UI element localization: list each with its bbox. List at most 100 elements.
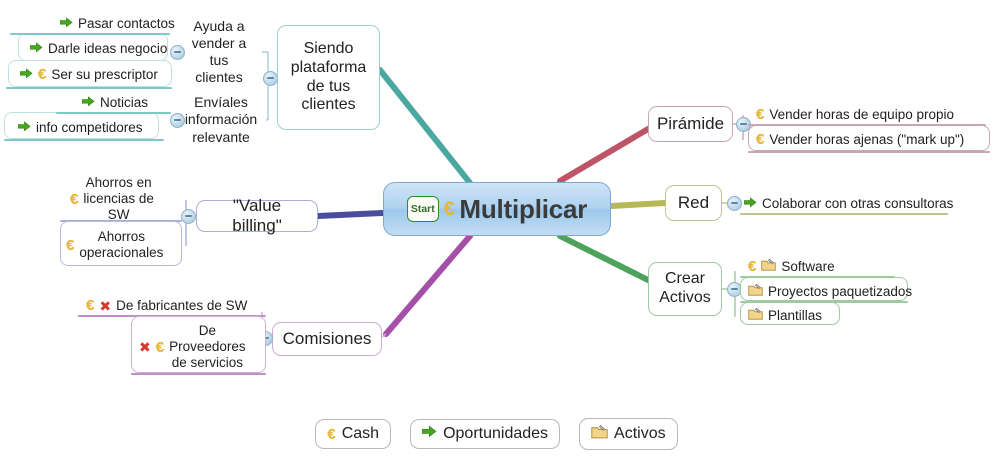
euro-icon: € — [443, 198, 455, 220]
leaf-label: operacionales — [79, 245, 164, 261]
leaf-colaborar-consultoras[interactable]: Colaborar con otras consultoras — [740, 195, 957, 213]
leaf-pasar-contactos[interactable]: Pasar contactos — [56, 15, 179, 33]
euro-icon: € — [756, 131, 765, 148]
leaf-software[interactable]: € Software — [744, 257, 839, 276]
arrow-icon — [17, 120, 31, 135]
leaf-underline-pasar-contactos — [10, 33, 170, 35]
leaf-underline-software — [740, 276, 895, 278]
leaf-vender-horas-propio[interactable]: € Vender horas de equipo propio — [752, 106, 958, 124]
node-line: relevante — [192, 128, 250, 145]
leaf-label: Vender horas ajenas ("mark up") — [769, 132, 965, 147]
leaf-ahorros-operacionales[interactable]: € Ahorros operacionales — [62, 228, 167, 263]
collapse-toggle-plataforma[interactable] — [263, 71, 278, 86]
leaf-label: Vender horas de equipo propio — [769, 107, 954, 122]
collapse-toggle-value-billing[interactable] — [181, 209, 196, 224]
node-line: vender a — [191, 34, 247, 51]
leaf-label: Colaborar con otras consultoras — [762, 196, 954, 211]
leaf-panel-plantillas — [740, 302, 840, 325]
arrow-icon — [421, 425, 437, 443]
leaf-underline-proyectos — [740, 301, 908, 303]
euro-icon: € — [38, 66, 47, 83]
node-line: plataforma — [290, 58, 367, 76]
legend-item-activos[interactable]: Activos — [579, 418, 678, 450]
leaf-panel-ahorros-operacionales — [60, 221, 182, 266]
node-line: Crear — [664, 270, 705, 288]
legend-item-cash[interactable]: € Cash — [315, 419, 392, 449]
node-enviales-informacion[interactable]: Envíales información relevante — [176, 92, 266, 148]
leaf-label: Proyectos paquetizados — [768, 283, 913, 299]
legend-label: Activos — [614, 425, 666, 442]
leaf-info-competidores[interactable]: info competidores — [14, 119, 147, 137]
leaf-underline-ser-prescriptor — [6, 87, 172, 89]
collapse-toggle-ayuda[interactable] — [170, 45, 185, 60]
collapse-toggle-red[interactable] — [727, 196, 742, 211]
leaf-label: Proveedores — [169, 339, 246, 355]
leaf-underline-vender-propio — [748, 124, 986, 126]
leaf-label: de servicios — [171, 355, 243, 371]
leaf-underline-ahorros-licencias — [60, 220, 182, 222]
leaf-darle-ideas[interactable]: Darle ideas negocio — [26, 40, 171, 58]
euro-icon: € — [70, 190, 79, 208]
node-crear-activos[interactable]: Crear Activos — [648, 262, 722, 316]
leaf-panel-vender-ajenas — [748, 125, 990, 151]
node-line: Ayuda a — [193, 17, 245, 34]
leaf-label: Software — [781, 258, 835, 274]
legend-label: Cash — [341, 425, 380, 442]
legend-item-oportunidades[interactable]: Oportunidades — [410, 419, 561, 449]
leaf-label: info competidores — [36, 120, 143, 135]
leaf-label: Plantillas — [768, 307, 823, 323]
leaf-label: Pasar contactos — [78, 16, 175, 31]
leaf-underline-proveedores — [131, 373, 266, 375]
node-value-billing[interactable]: "Value billing" — [196, 196, 318, 235]
euro-icon: € — [155, 338, 165, 356]
activos-icon — [748, 283, 763, 299]
leaf-ser-prescriptor[interactable]: € Ser su prescriptor — [16, 66, 162, 84]
node-line: de tus — [306, 77, 351, 95]
leaf-plantillas[interactable]: Plantillas — [744, 306, 826, 325]
leaf-underline-noticias — [56, 112, 171, 114]
node-label: "Value billing" — [232, 195, 282, 235]
node-siendo-plataforma[interactable]: Siendo plataforma de tus clientes — [277, 25, 380, 130]
node-comisiones[interactable]: Comisiones — [272, 322, 382, 356]
node-line: clientes — [301, 96, 356, 114]
euro-icon: € — [86, 297, 95, 314]
leaf-label: Ahorros — [97, 229, 146, 244]
leaf-ahorros-licencias[interactable]: € Ahorros en licencias de SW — [66, 174, 158, 226]
leaf-fabricantes-sw[interactable]: € ✖ De fabricantes de SW — [82, 297, 251, 315]
node-line: información — [184, 111, 258, 128]
node-line: Siendo — [303, 39, 354, 57]
node-red[interactable]: Red — [665, 185, 722, 221]
node-line: tus — [209, 52, 229, 68]
arrow-icon — [59, 16, 73, 31]
node-label: Pirámide — [656, 113, 725, 133]
node-label: Comisiones — [282, 328, 372, 348]
leaf-panel-proyectos — [740, 277, 908, 301]
leaf-proveedores-servicios[interactable]: ✖ € De Proveedores de servicios — [135, 322, 250, 374]
leaf-label: Ahorros en — [85, 175, 152, 190]
leaf-label: De fabricantes de SW — [116, 298, 248, 313]
leaf-noticias[interactable]: Noticias — [78, 94, 152, 112]
euro-icon: € — [756, 106, 765, 123]
leaf-label: Noticias — [100, 95, 149, 110]
leaf-proyectos-paquetizados[interactable]: Proyectos paquetizados — [744, 282, 916, 301]
node-ayuda-vender[interactable]: Ayuda a vender a tus clientes — [176, 10, 262, 94]
arrow-icon — [19, 67, 33, 82]
legend: € Cash Oportunidades Activos — [0, 418, 993, 450]
node-label: Red — [677, 192, 710, 212]
node-piramide[interactable]: Pirámide — [648, 106, 733, 142]
activos-icon — [748, 307, 763, 323]
euro-icon: € — [748, 257, 757, 275]
legend-label: Oportunidades — [443, 425, 549, 442]
central-node-multiplicar[interactable]: Start € Multiplicar — [383, 182, 611, 236]
leaf-label: Darle ideas negocio — [48, 41, 168, 56]
arrow-icon — [29, 41, 43, 56]
node-line: Envíales — [194, 94, 248, 111]
leaf-panel-ser-prescriptor — [8, 60, 172, 87]
arrow-icon — [81, 95, 95, 110]
euro-icon: € — [66, 236, 75, 254]
collapse-toggle-envia[interactable] — [170, 113, 185, 128]
leaf-underline-vender-ajenas — [748, 151, 990, 153]
leaf-vender-horas-ajenas[interactable]: € Vender horas ajenas ("mark up") — [752, 131, 968, 149]
leaf-panel-proveedores — [131, 316, 266, 373]
